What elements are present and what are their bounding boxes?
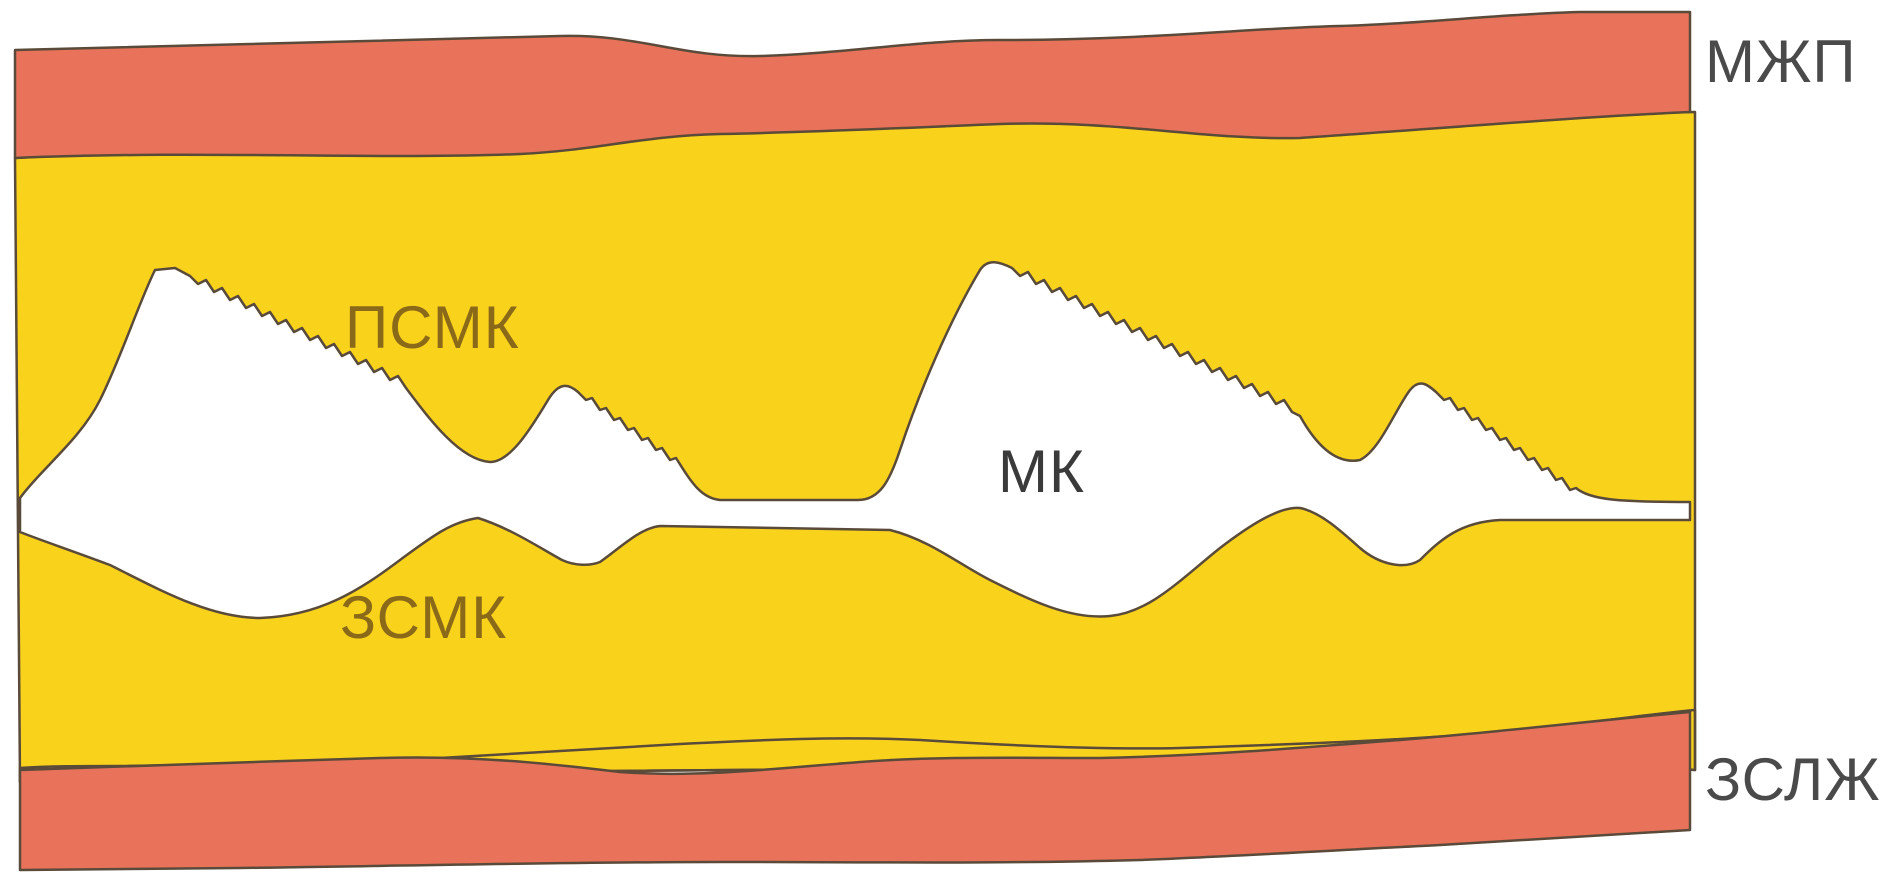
label-anterior-leaflet: ПСМК (345, 294, 520, 361)
label-mitral-valve: МК (998, 438, 1085, 505)
label-posterior-wall: ЗСЛЖ (1705, 746, 1881, 813)
label-posterior-leaflet: ЗСМК (340, 584, 507, 651)
label-septum: МЖП (1705, 28, 1857, 95)
